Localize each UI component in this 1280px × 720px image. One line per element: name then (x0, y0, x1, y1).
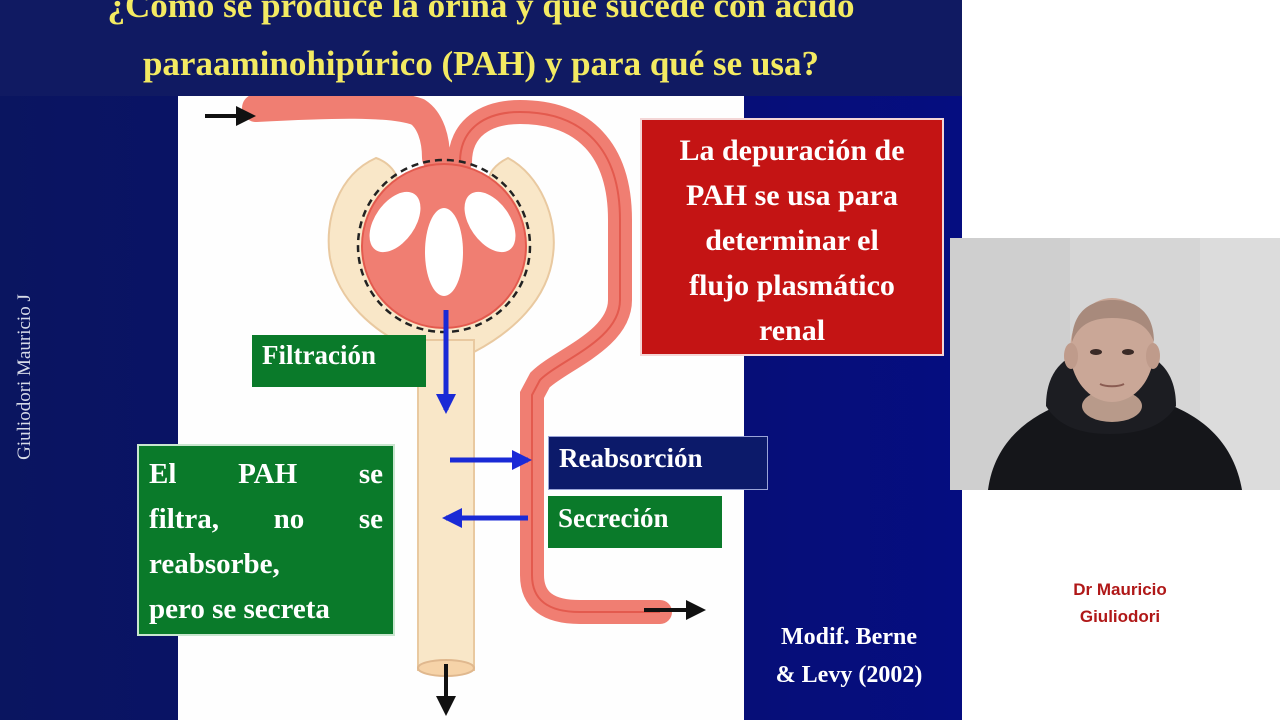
presenter-video-frame (950, 238, 1280, 490)
red-note-line-4: flujo plasmático (689, 269, 895, 302)
efferent-arteriole-edge (459, 110, 660, 613)
presenter-ear-right (1146, 343, 1160, 369)
pah-note-word: se (358, 458, 383, 490)
pah-note-word: filtra, (149, 503, 220, 535)
slide-title: ¿Cómo se produce la orina y qué sucede c… (0, 0, 962, 96)
side-author-label: Giuliodori Mauricio J (14, 294, 35, 460)
slide: ¿Cómo se produce la orina y qué sucede c… (0, 0, 962, 720)
presenter-name-line-1: Dr Mauricio (1073, 580, 1167, 599)
title-line-1: ¿Cómo se produce la orina y qué sucede c… (107, 0, 855, 25)
presenter-eye-left (1090, 349, 1102, 355)
webcam-video (950, 238, 1280, 490)
presenter-eye-right (1122, 349, 1134, 355)
reabsorption-label: Reabsorción (548, 436, 768, 490)
presenter-name: Dr Mauricio Giuliodori (1050, 576, 1190, 630)
pah-note-line-1: El PAH se (149, 452, 383, 497)
red-note-line-5: renal (758, 314, 826, 347)
source-credit: Modif. Berne & Levy (2002) (744, 618, 954, 694)
secretion-label: Secreción (548, 496, 722, 548)
credit-line-1: Modif. Berne (781, 624, 917, 650)
presenter-hair (1072, 300, 1154, 342)
presenter-mouth (1099, 383, 1125, 388)
pah-handling-note: El PAH se filtra, no se reabsorbe, pero … (137, 444, 395, 636)
credit-line-2: & Levy (2002) (775, 662, 923, 688)
pah-note-line-3: reabsorbe, (149, 548, 280, 580)
pah-note-word: se (358, 503, 383, 535)
red-note-line-2: PAH se usa para (686, 179, 898, 212)
presenter-name-line-2: Giuliodori (1079, 607, 1161, 626)
pah-note-word: El (149, 458, 177, 490)
presenter-head (1070, 298, 1154, 402)
pah-note-word: no (273, 503, 305, 535)
nephron-diagram (205, 96, 706, 716)
glomerular-loop-right (464, 191, 516, 253)
pah-note-word: PAH (238, 458, 298, 490)
glomerular-loop-center (425, 208, 463, 296)
filtration-label: Filtración (252, 335, 426, 387)
title-line-2: paraaminohipúrico (PAH) y para qué se us… (142, 44, 820, 83)
presenter-hoodie (988, 402, 1242, 490)
pah-note-line-2: filtra, no se (149, 497, 383, 542)
pah-clearance-note: La depuración de PAH se usa para determi… (640, 118, 944, 356)
glomerular-loop-left (369, 191, 421, 253)
afferent-arteriole (242, 96, 450, 172)
presenter-ear-left (1064, 343, 1078, 369)
red-note-line-3: determinar el (705, 224, 879, 257)
red-note-line-1: La depuración de (679, 134, 905, 167)
pah-note-line-4: pero se secreta (149, 593, 330, 625)
